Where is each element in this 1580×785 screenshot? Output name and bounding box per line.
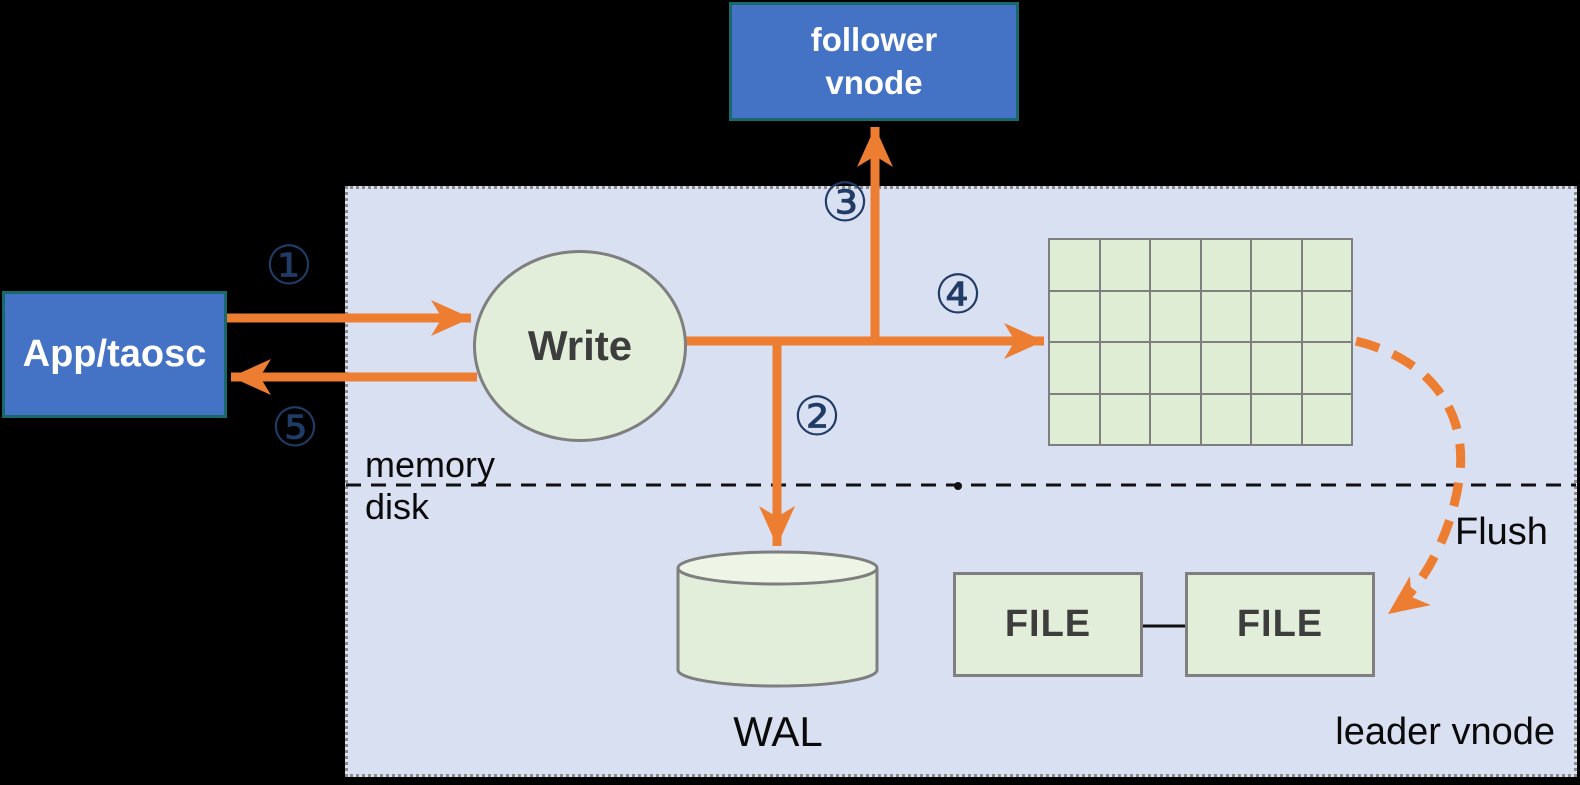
memtable-grid [1048, 238, 1353, 446]
memory-label: memory [365, 444, 496, 485]
write-node: Write [473, 250, 687, 442]
memtable-cell [1100, 240, 1149, 290]
file-box-2: FILE [1185, 572, 1375, 677]
wal-label: WAL [733, 708, 823, 755]
memtable-cell [1302, 291, 1351, 341]
step-5-badge: ⑤ [270, 398, 320, 458]
memtable-cell [1050, 291, 1099, 341]
memtable-cell [1151, 343, 1200, 393]
disk-label: disk [365, 486, 430, 527]
memtable-cell [1050, 394, 1099, 444]
step-3-badge: ③ [820, 173, 870, 233]
memtable-cell [1302, 394, 1351, 444]
step-1-badge: ① [264, 236, 314, 296]
memtable-cell [1050, 343, 1099, 393]
app-taosc-node: App/taosc [2, 291, 227, 418]
leader-vnode-label: leader vnode [1335, 711, 1555, 753]
follower-vnode-node: follower vnode [729, 2, 1019, 121]
memtable-cell [1201, 240, 1250, 290]
memtable-cell [1151, 394, 1200, 444]
step-2-badge: ② [792, 387, 842, 447]
memtable-cell [1302, 240, 1351, 290]
flush-label: Flush [1455, 511, 1548, 553]
memtable-cell [1252, 343, 1301, 393]
memtable-cell [1151, 291, 1200, 341]
memtable-cell [1252, 291, 1301, 341]
memtable-cell [1201, 291, 1250, 341]
file-box-1: FILE [953, 572, 1143, 677]
memtable-cell [1100, 343, 1149, 393]
memtable-cell [1100, 394, 1149, 444]
memtable-cell [1201, 394, 1250, 444]
memtable-cell [1302, 343, 1351, 393]
memtable-cell [1252, 240, 1301, 290]
step-4-badge: ④ [933, 265, 983, 325]
memtable-cell [1252, 394, 1301, 444]
memtable-cell [1100, 291, 1149, 341]
memtable-cell [1151, 240, 1200, 290]
memtable-cell [1201, 343, 1250, 393]
memtable-cell [1050, 240, 1099, 290]
